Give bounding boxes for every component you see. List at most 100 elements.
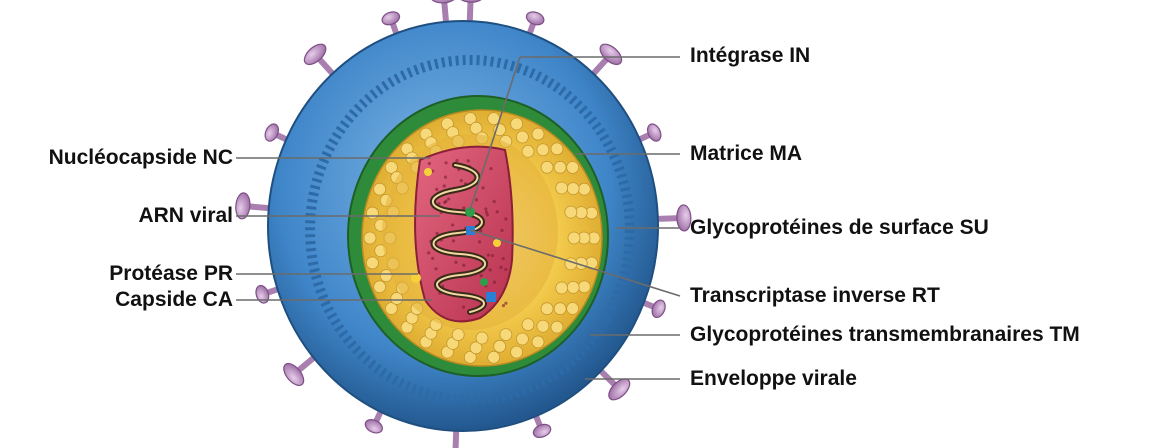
capsid-dot	[451, 223, 454, 226]
capsid-dot	[499, 266, 502, 269]
capsid-dot	[462, 206, 465, 209]
matrix-cell	[537, 320, 549, 332]
capsid-dot	[447, 197, 450, 200]
matrix-cell	[541, 161, 553, 173]
capsid-dot	[500, 229, 503, 232]
matrix-cell	[366, 207, 378, 219]
capsid-dot	[434, 267, 437, 270]
matrix-cell	[516, 333, 528, 345]
matrix-cell	[554, 303, 566, 315]
glycoprotein-spike	[457, 0, 483, 21]
matrix-cell	[516, 131, 528, 143]
capsid-dot	[428, 162, 431, 165]
label-capside: Capside CA	[115, 288, 233, 312]
glycoprotein-spike	[301, 40, 333, 73]
capsid-dot	[443, 184, 446, 187]
glycoprotein-spike	[380, 10, 401, 34]
capsid-dot	[462, 264, 465, 267]
label-glyco-transmembrane: Glycoprotéines transmembranaires TM	[690, 323, 1080, 347]
capsid-dot	[455, 159, 458, 162]
matrix-cell	[568, 232, 580, 244]
matrix-cell	[452, 329, 464, 341]
capsid-dot	[475, 198, 478, 201]
capsid-dot	[491, 254, 494, 257]
label-protease: Protéase PR	[109, 262, 233, 286]
matrix-cell	[554, 161, 566, 173]
matrix-cell	[532, 336, 544, 348]
glycoprotein-spike	[601, 371, 634, 404]
matrix-cell	[374, 183, 386, 195]
matrix-cell	[567, 303, 579, 315]
capsid-dot	[504, 268, 507, 271]
matrix-cell	[551, 321, 563, 333]
matrix-cell	[556, 282, 568, 294]
matrix-cell	[551, 143, 563, 155]
matrix-cell	[364, 232, 376, 244]
capsid-dot	[489, 268, 492, 271]
capsid-dot	[485, 211, 488, 214]
capsid-dot	[478, 240, 481, 243]
glycoprotein-spike	[263, 122, 287, 143]
enzyme-dot-3	[424, 168, 432, 176]
capsid-dot	[431, 257, 434, 260]
glycoprotein-spike	[640, 122, 664, 143]
capsid-dot	[504, 217, 507, 220]
label-enveloppe: Enveloppe virale	[690, 367, 857, 391]
glycoprotein-spike	[280, 358, 314, 389]
label-transcriptase: Transcriptase inverse RT	[690, 284, 940, 308]
capsid-dot	[435, 188, 438, 191]
capsid-dot	[462, 306, 465, 309]
capsid-dot	[484, 207, 487, 210]
capsid-dot	[480, 274, 483, 277]
matrix-cell	[578, 281, 590, 293]
enzyme-dot-4	[480, 278, 488, 286]
matrix-cell	[366, 257, 378, 269]
capsid-dot	[481, 186, 484, 189]
label-arn-viral: ARN viral	[138, 204, 233, 228]
capsid-dot	[460, 179, 463, 182]
matrix-cell	[567, 281, 579, 293]
capsid-dot	[444, 175, 447, 178]
capsid-dot	[444, 200, 447, 203]
glycoprotein-spike	[644, 298, 668, 319]
matrix-cell	[567, 183, 579, 195]
matrix-cell	[532, 128, 544, 140]
capsid-dot	[452, 239, 455, 242]
capsid-dot	[467, 159, 470, 162]
matrix-cell	[567, 161, 579, 173]
matrix-cell	[374, 281, 386, 293]
glycoprotein-spike	[531, 416, 552, 440]
matrix-cell	[494, 340, 506, 352]
matrix-cell	[556, 182, 568, 194]
matrix-cell	[578, 183, 590, 195]
label-glyco-surface: Glycoprotéines de surface SU	[690, 216, 989, 240]
capsid-dot	[502, 304, 505, 307]
rt-square-2	[486, 292, 496, 302]
capsid-dot	[454, 261, 457, 264]
capsid-dot	[502, 257, 505, 260]
capsid-dot	[487, 253, 490, 256]
matrix-cell	[511, 118, 523, 130]
capsid-dot	[489, 167, 492, 170]
matrix-cell	[488, 351, 500, 363]
matrix-cell	[565, 206, 577, 218]
capsid-dot	[444, 161, 447, 164]
capsid-dot	[427, 251, 430, 254]
matrix-cell	[541, 303, 553, 315]
label-matrice: Matrice MA	[690, 142, 802, 166]
capsid-dot	[493, 281, 496, 284]
matrix-cell	[500, 329, 512, 341]
capsid-dot	[504, 302, 507, 305]
matrix-cell	[522, 319, 534, 331]
capsid-dot	[496, 210, 499, 213]
glycoprotein-spike	[442, 431, 468, 448]
capsid-dot	[493, 200, 496, 203]
glycoprotein-spike	[525, 10, 546, 34]
matrix-cell	[537, 144, 549, 156]
capsid-dot	[486, 213, 489, 216]
matrix-cell	[476, 332, 488, 344]
label-nucleocapside: Nucléocapside NC	[49, 146, 233, 170]
glycoprotein-spike	[363, 412, 384, 436]
label-integrase: Intégrase IN	[690, 44, 810, 68]
